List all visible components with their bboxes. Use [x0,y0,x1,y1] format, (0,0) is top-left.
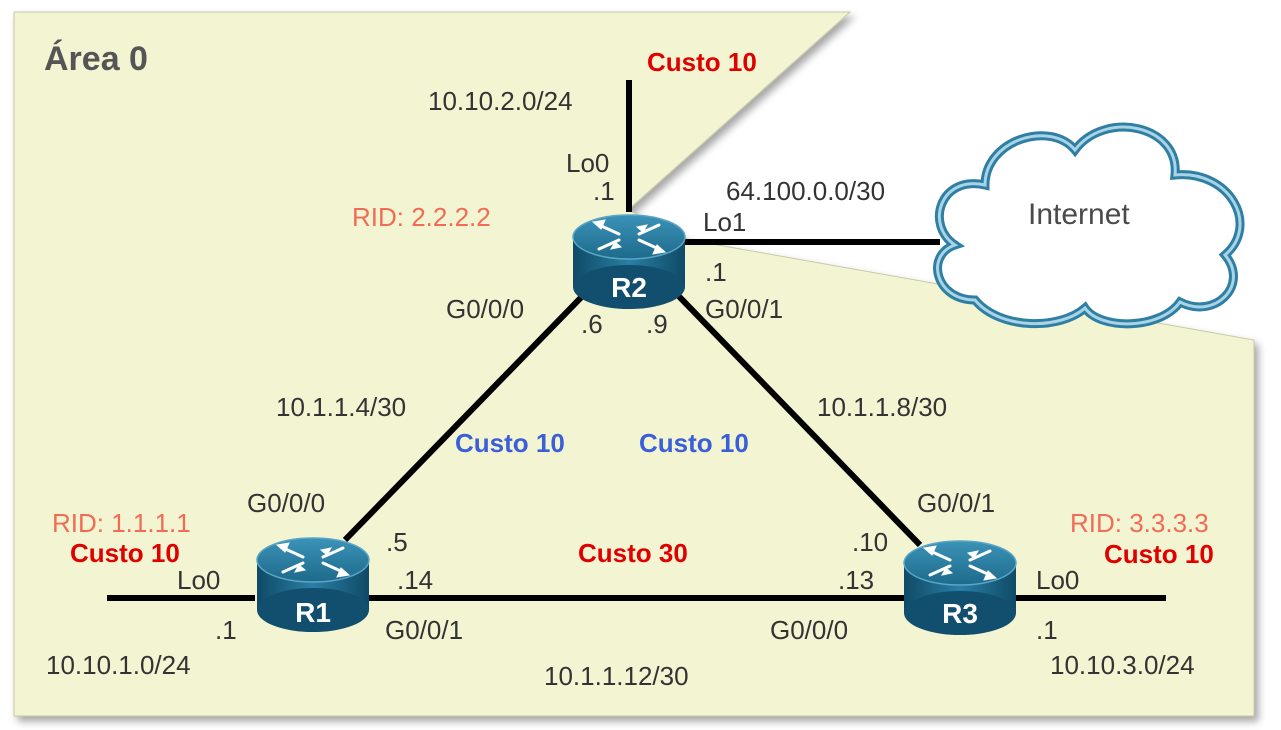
r3-lo0-host: .1 [1036,615,1058,645]
rid-r1: RID: 1.1.1.1 [52,508,191,538]
r3-g000-host: .13 [838,565,875,595]
r2-lo0-label: Lo0 [566,148,610,178]
r1-g001-host: .14 [397,565,434,595]
link-r1-r2 [342,275,603,543]
network-r1-lan: 10.10.1.0/24 [46,650,191,680]
internet-label: Internet [1028,198,1130,231]
r2-lo1-host: .1 [705,257,727,287]
r2-g001-host: .9 [646,309,668,339]
r1-g000-host: .5 [386,527,408,557]
r3-g001-label: G0/0/1 [917,488,996,518]
network-internet: 64.100.0.0/30 [726,176,886,206]
cost-r2-lo0: Custo 10 [647,47,757,77]
cost-r2-r3: Custo 10 [639,428,749,458]
network-r2-lan: 10.10.2.0/24 [428,86,573,116]
r2-lo1-label: Lo1 [703,207,747,237]
internet-cloud [933,122,1245,329]
r1-lo0-host: .1 [215,615,237,645]
r2-lo0-host: .1 [593,176,615,206]
r2-g000-host: .6 [581,309,603,339]
rid-r2: RID: 2.2.2.2 [352,202,491,232]
cost-r1-r3: Custo 30 [578,538,688,568]
network-r1-r2: 10.1.1.4/30 [276,392,407,422]
link-r2-r3 [662,279,923,548]
r2-g000-label: G0/0/0 [446,294,525,324]
r1-lo0-label: Lo0 [177,565,221,595]
links [107,80,1166,601]
network-r3-lan: 10.10.3.0/24 [1050,650,1195,680]
cost-r3-lo0: Custo 10 [1104,539,1214,569]
r3-g000-label: G0/0/0 [770,615,849,645]
r2-g001-label: G0/0/1 [705,294,784,324]
rid-r3: RID: 3.3.3.3 [1070,508,1209,538]
r1-g000-label: G0/0/0 [247,488,326,518]
area-title: Área 0 [44,40,148,78]
r3-lo0-label: Lo0 [1036,565,1080,595]
network-r2-r3: 10.1.1.8/30 [817,392,948,422]
area-0-background [13,11,1255,717]
cost-r1-r2: Custo 10 [455,428,565,458]
cost-r1-lo0: Custo 10 [70,538,180,568]
network-r1-r3: 10.1.1.12/30 [544,661,689,691]
r3-g001-host: .10 [852,527,889,557]
r1-g001-label: G0/0/1 [385,615,464,645]
